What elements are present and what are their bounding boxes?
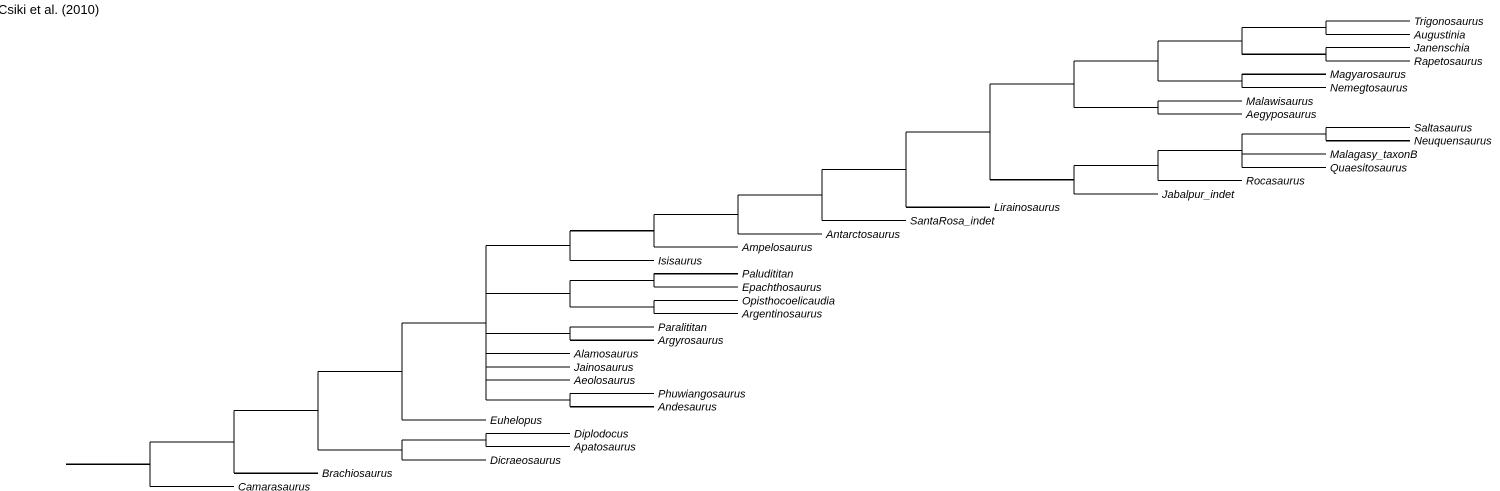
tip-label: Jainosaurus bbox=[573, 362, 634, 374]
tip-label: Rapetosaurus bbox=[1414, 56, 1483, 68]
branches bbox=[66, 20, 1410, 488]
tip-label: Opisthocoelicaudia bbox=[742, 295, 835, 307]
tip-label: Paludititan bbox=[742, 269, 793, 281]
tip-label: Neuquensaurus bbox=[1414, 136, 1492, 148]
tip-label: Epachthosaurus bbox=[742, 282, 822, 294]
tip-label: Jabalpur_indet bbox=[1161, 189, 1235, 201]
tip-label: Alamosaurus bbox=[573, 349, 639, 361]
tip-label: Isisaurus bbox=[658, 255, 703, 267]
tip-label: Augustinia bbox=[1413, 29, 1465, 41]
tip-labels: TrigonosaurusAugustiniaJanenschiaRapetos… bbox=[238, 16, 1492, 491]
tip-label: Brachiosaurus bbox=[322, 468, 393, 480]
tip-label: Malagasy_taxonB bbox=[1330, 149, 1417, 161]
tip-label: SantaRosa_indet bbox=[910, 216, 995, 228]
tip-label: Magyarosaurus bbox=[1330, 69, 1406, 81]
tip-label: Argentinosaurus bbox=[741, 309, 823, 321]
tip-label: Euhelopus bbox=[490, 415, 542, 427]
tip-label: Diplodocus bbox=[574, 428, 629, 440]
tip-label: Antarctosaurus bbox=[825, 229, 900, 241]
tip-label: Lirainosaurus bbox=[994, 202, 1061, 214]
tip-label: Malawisaurus bbox=[1246, 96, 1314, 108]
tip-label: Trigonosaurus bbox=[1414, 16, 1484, 28]
figure-title-text: Csiki et al. (2010) bbox=[0, 2, 99, 17]
tip-label: Andesaurus bbox=[657, 402, 717, 414]
tip-label: Nemegtosaurus bbox=[1330, 83, 1408, 95]
tip-label: Rocasaurus bbox=[1246, 176, 1305, 188]
tip-label: Apatosaurus bbox=[573, 442, 636, 454]
tip-label: Dicraeosaurus bbox=[490, 455, 561, 467]
tip-label: Camarasaurus bbox=[238, 482, 311, 491]
tip-label: Ampelosaurus bbox=[741, 242, 813, 254]
tip-label: Paralititan bbox=[658, 322, 707, 334]
tip-label: Phuwiangosaurus bbox=[658, 388, 746, 400]
tip-label: Quaesitosaurus bbox=[1330, 162, 1408, 174]
tip-label: Aegyposaurus bbox=[1245, 109, 1317, 121]
tip-label: Aeolosaurus bbox=[573, 375, 636, 387]
tip-label: Saltasaurus bbox=[1414, 122, 1473, 134]
tip-label: Argyrosaurus bbox=[657, 335, 724, 347]
tip-label: Janenschia bbox=[1413, 43, 1470, 55]
